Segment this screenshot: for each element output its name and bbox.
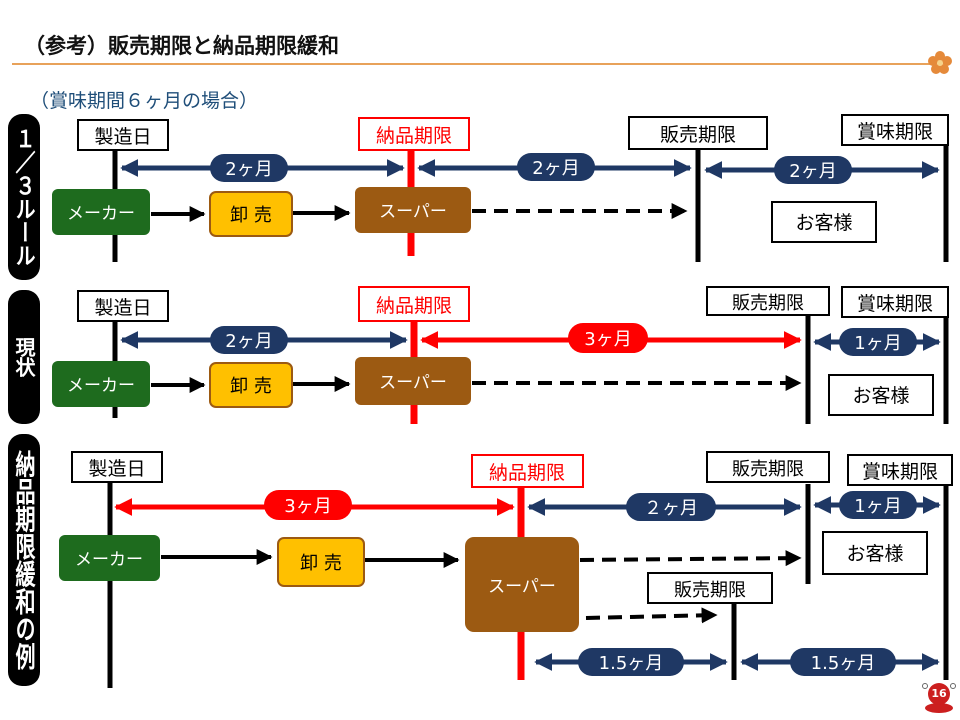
row-2: 製造日 納品期限 販売期限 賞味期限 2ヶ月 3ヶ月 1ヶ月 メーカー 卸 売 … bbox=[52, 286, 949, 424]
delivery-limit-label: 納品期限 bbox=[376, 125, 452, 147]
wholesale-label: 卸 売 bbox=[230, 376, 272, 397]
mascot-base bbox=[925, 703, 953, 713]
manufacture-label: 製造日 bbox=[94, 297, 151, 319]
plum-blossom-icon bbox=[928, 51, 952, 74]
side-label-row2-text: 現状 bbox=[12, 337, 36, 378]
duration-3: 2ヶ月 bbox=[789, 161, 836, 182]
customer-label: お客様 bbox=[852, 385, 909, 407]
duration-3: 1ヶ月 bbox=[854, 496, 901, 517]
side-label-row1-text: １／３ルール bbox=[12, 127, 36, 267]
customer-label: お客様 bbox=[795, 212, 852, 234]
super-box bbox=[355, 187, 471, 233]
page-subtitle: （賞味期間６ヶ月の場合） bbox=[30, 90, 259, 112]
maker-box bbox=[52, 189, 150, 235]
maker-label: メーカー bbox=[75, 550, 143, 570]
page-title: （参考）販売期限と納品期限緩和 bbox=[24, 34, 339, 58]
duration-2: 3ヶ月 bbox=[584, 329, 631, 350]
sale-limit-label: 販売期限 bbox=[732, 293, 804, 314]
side-label-row1: １／３ルール bbox=[8, 114, 40, 280]
side-label-row3: 納品期限緩和の例 bbox=[8, 434, 40, 686]
maker-label: メーカー bbox=[67, 376, 135, 396]
wholesale-box bbox=[209, 191, 293, 237]
row-1: 製造日 納品期限 販売期限 賞味期限 2ヶ月 2ヶ月 2ヶ月 メーカー 卸 売 bbox=[52, 114, 949, 262]
duration-4: 1.5ヶ月 bbox=[599, 653, 664, 674]
duration-1: 2ヶ月 bbox=[225, 331, 272, 352]
sale-limit-alt-label: 販売期限 bbox=[674, 580, 746, 601]
mascot-antenna-left bbox=[922, 683, 928, 689]
sale-limit-label: 販売期限 bbox=[732, 459, 804, 480]
best-before-label: 賞味期限 bbox=[862, 461, 938, 483]
mascot-antenna-right bbox=[950, 683, 956, 689]
super-box bbox=[355, 357, 471, 405]
delivery-limit-label: 納品期限 bbox=[489, 462, 565, 484]
side-label-row3-text: 納品期限緩和の例 bbox=[12, 448, 36, 671]
sale-limit-label: 販売期限 bbox=[660, 124, 736, 146]
best-before-label: 賞味期限 bbox=[857, 293, 933, 315]
maker-box bbox=[52, 361, 150, 407]
wholesale-box bbox=[209, 362, 293, 408]
page-number: 16 bbox=[928, 683, 950, 705]
super-label: スーパー bbox=[379, 202, 447, 222]
super-box bbox=[465, 537, 579, 632]
super-label: スーパー bbox=[379, 373, 447, 393]
duration-3: 1ヶ月 bbox=[854, 333, 901, 354]
customer-label: お客様 bbox=[846, 543, 903, 565]
duration-1: 2ヶ月 bbox=[225, 159, 272, 180]
maker-box bbox=[59, 535, 160, 581]
duration-2: ２ヶ月 bbox=[644, 498, 698, 519]
row-3: 製造日 納品期限 販売期限 販売期限 賞味期限 3ヶ月 ２ヶ月 1ヶ月 1.5ヶ… bbox=[59, 451, 953, 688]
manufacture-label: 製造日 bbox=[94, 126, 151, 148]
manufacture-label: 製造日 bbox=[88, 458, 145, 480]
super-label: スーパー bbox=[488, 577, 556, 597]
duration-5: 1.5ヶ月 bbox=[811, 653, 876, 674]
delivery-limit-label: 納品期限 bbox=[376, 295, 452, 317]
wholesale-box bbox=[277, 537, 365, 587]
wholesale-label: 卸 売 bbox=[230, 205, 272, 226]
duration-2: 2ヶ月 bbox=[532, 158, 579, 179]
wholesale-label: 卸 売 bbox=[300, 553, 342, 574]
duration-1: 3ヶ月 bbox=[284, 496, 331, 517]
maker-label: メーカー bbox=[67, 204, 135, 224]
side-label-row2: 現状 bbox=[8, 290, 40, 424]
title-divider bbox=[12, 63, 930, 65]
best-before-label: 賞味期限 bbox=[857, 121, 933, 143]
